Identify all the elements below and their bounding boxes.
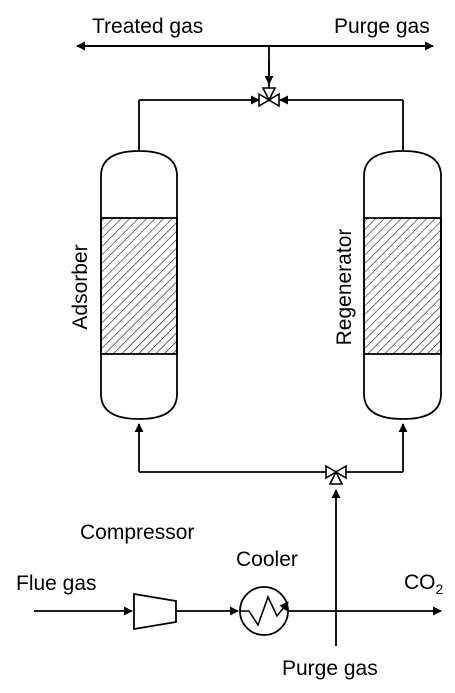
co2-main-text: CO <box>404 571 436 594</box>
flue-gas-label: Flue gas <box>16 572 97 595</box>
co2-label: CO2 <box>404 571 444 597</box>
cooler-label: Cooler <box>236 548 298 571</box>
co2-subscript: 2 <box>436 581 444 597</box>
adsorber-packed-bed <box>100 217 178 355</box>
top-three-way-valve <box>258 87 280 108</box>
bottom-three-way-valve <box>325 464 347 485</box>
purge-gas-bottom-label: Purge gas <box>282 657 378 680</box>
compressor-label: Compressor <box>80 521 194 544</box>
adsorber-vessel <box>100 150 178 420</box>
regenerator-packed-bed <box>363 217 442 355</box>
purge-gas-top-label: Purge gas <box>334 15 430 38</box>
regenerator-vessel <box>363 150 442 420</box>
compressor-icon <box>133 592 177 631</box>
adsorber-label: Adsorber <box>69 244 92 329</box>
cooler-icon <box>239 586 289 636</box>
regenerator-label: Regenerator <box>333 229 356 346</box>
treated-gas-label: Treated gas <box>92 15 203 38</box>
